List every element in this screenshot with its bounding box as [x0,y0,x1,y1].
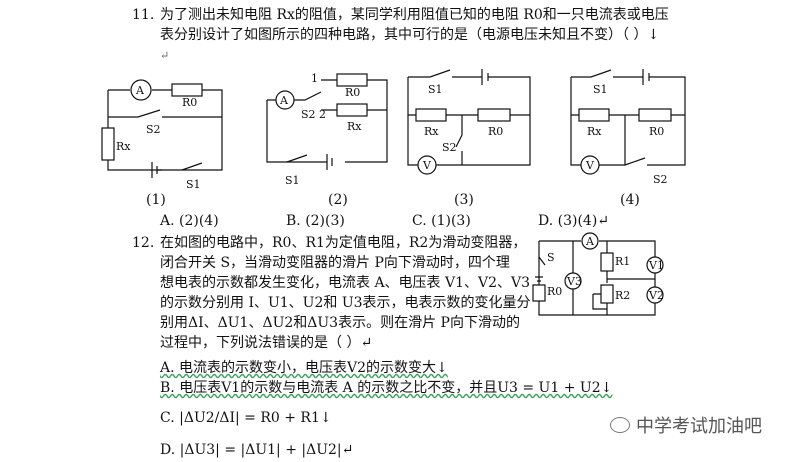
q12-ammeter-label: A [585,235,595,248]
q11-option-d: D. (3)(4)↵ [538,213,610,229]
c2-ammeter-label: A [279,94,289,107]
c4-r0-label: R0 [649,125,664,138]
q12-stem-line2: 闭合开关 S，当滑动变阻器的滑片 P向下滑动时，四个理 [160,255,510,271]
q12-stem-line1: 在如图的电路中，R0、R1为定值电阻，R2为滑动变阻器， [160,235,527,251]
q11-option-c: C. (1)(3) [412,213,471,229]
c1-rx-label: Rx [116,140,131,153]
q11-option-a: A. (2)(4) [160,213,219,229]
q12-option-a: A. 电流表的示数变小，电压表V2的示数变大↓ [160,360,448,376]
figure-2-label: (2) [328,192,348,208]
circuit-2: 1 R0 A Rx S2 2 S1 [266,72,388,187]
circuit-1: A R0 S2 Rx S1 [101,79,223,191]
c4-rx-label: Rx [587,125,602,138]
c3-s2-label: S2 [442,141,457,154]
circuit-3: S1 Rx R0 V S2 [407,69,531,175]
c1-ammeter-label: A [135,84,145,97]
q12-option-c: C. |ΔU2/ΔI| = R0 + R1↓ [160,410,332,426]
c4-voltmeter-label: V [585,159,595,172]
c2-s1-label: S1 [285,174,300,187]
q12-r2-label: R2 [615,289,630,302]
q11-stem-line1: 为了测出未知电阻 Rx的阻值，某同学利用阻值已知的电阻 R0和一只电流表或电压 [160,7,669,23]
q12-s-label: S [547,251,555,264]
q11-number: 11. [132,7,155,23]
figure-3-label: (3) [454,192,474,208]
q12-r0-label: R0 [547,285,562,298]
c1-s1-label: S1 [186,178,201,191]
q12-circuit: A V1 V2 R1 R2 V3 S R0 [532,232,664,316]
q12-number: 12. [132,235,155,251]
q12-option-b: B. 电压表V1的示数与电流表 A 的示数之比不变，并且U3 = U1 + U2… [160,380,613,396]
c2-terminal-1-label: 1 [311,72,318,85]
watermark: 中学考试加油吧 [610,412,762,438]
c2-r0-label: R0 [345,86,360,99]
c1-r0-label: R0 [182,96,197,109]
q12-v3-label: V3 [566,275,582,288]
c1-s2-label: S2 [146,123,161,136]
c3-r0-label: R0 [488,125,503,138]
c2-rx-label: Rx [347,120,362,133]
figure-1-label: (1) [146,192,166,208]
c4-s1-label: S1 [593,83,608,96]
q11-paragraph-mark: ↵ [160,49,170,62]
wechat-icon [610,417,630,433]
q12-v2-label: V2 [648,289,664,302]
q11-option-b: B. (2)(3) [286,213,345,229]
c3-voltmeter-label: V [422,159,432,172]
c4-s2-label: S2 [653,173,668,186]
q12-stem-line3: 想电表的示数都发生变化，电流表 A、电压表 V1、V2、V3 [160,275,531,291]
figure-4-label: (4) [620,192,640,208]
q12-r1-label: R1 [615,255,630,268]
q12-stem-line6: 过程中，下列说法错误的是（ ）↵ [160,335,373,351]
c3-s1-label: S1 [428,83,443,96]
q12-stem-line5: 别用ΔI、ΔU1、ΔU2和ΔU3表示。则在滑片 P向下滑动的 [160,315,520,331]
q12-stem-line4: 的示数分别用 I、U1、U2和 U3表示，电表示数的变化量分 [160,295,531,311]
q12-option-d: D. |ΔU3| = |ΔU1| + |ΔU2|↵ [160,442,354,458]
c2-s2-label: S2 2 [301,108,326,121]
watermark-text: 中学考试加油吧 [636,416,762,437]
q12-v1-label: V1 [648,259,664,272]
q11-stem-line2: 表分别设计了如图所示的四种电路，其中可行的是（电源电压未知且不变）（ ）↓ [160,27,660,43]
c3-rx-label: Rx [424,125,439,138]
circuit-4: S1 Rx R0 V S2 [570,69,686,186]
